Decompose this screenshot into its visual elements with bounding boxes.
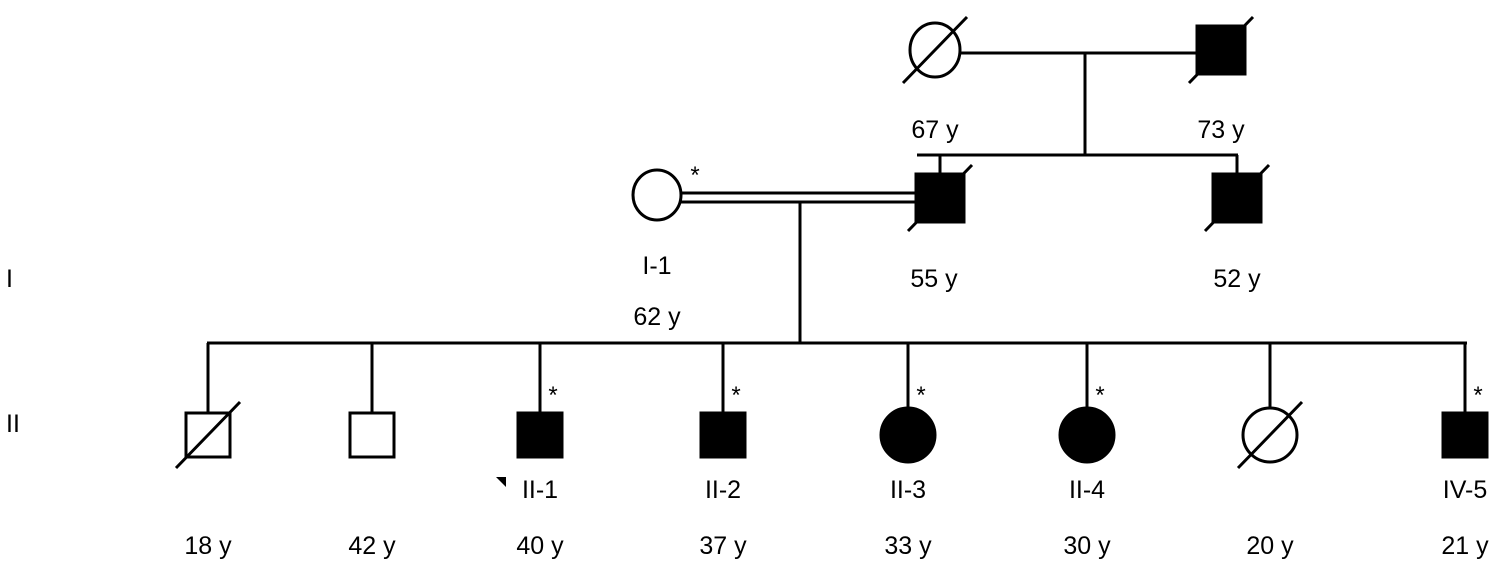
individual-age: 18 y [184, 532, 232, 560]
generation-label-I: I [6, 265, 13, 293]
child-8: * IV-5 21 y [1441, 382, 1489, 560]
male-symbol [699, 411, 747, 459]
individual-age: 73 y [1197, 116, 1245, 144]
generation-label-II: II [6, 410, 20, 438]
tested-asterisk: * [1473, 382, 1482, 409]
child-1: 18 y [174, 400, 242, 560]
individual-id: I-1 [642, 252, 671, 280]
tested-asterisk: * [690, 162, 699, 189]
individual-id: II-3 [890, 476, 926, 504]
deceased-slash [906, 163, 974, 233]
individual-age: 21 y [1441, 532, 1489, 560]
deceased-slash [1236, 400, 1304, 470]
female-symbol [879, 406, 937, 464]
child-3: * II-1 40 y [496, 382, 564, 560]
paternal-uncle: 52 y [1203, 163, 1271, 293]
individual-id: II-2 [705, 476, 741, 504]
individual-age: 42 y [348, 532, 396, 560]
individual-age: 52 y [1213, 265, 1261, 293]
individual-age: 33 y [884, 532, 932, 560]
child-6: * II-4 30 y [1058, 382, 1116, 560]
male-symbol [348, 411, 396, 459]
deceased-slash [174, 400, 242, 470]
connector-lines [207, 51, 1467, 345]
individual-age: 62 y [633, 303, 681, 331]
female-symbol [1058, 406, 1116, 464]
male-symbol [1441, 411, 1489, 459]
proband-arrow-icon [496, 477, 506, 487]
tested-asterisk: * [1095, 382, 1104, 409]
grandmother: 67 y [901, 15, 969, 144]
individual-age: 67 y [911, 116, 959, 144]
mother-I-1: * I-1 62 y [631, 162, 700, 331]
child-5: * II-3 33 y [879, 382, 937, 560]
individual-age: 30 y [1063, 532, 1111, 560]
child-2: 42 y [348, 411, 396, 560]
child-4: * II-2 37 y [699, 382, 747, 560]
tested-asterisk: * [731, 382, 740, 409]
tested-asterisk: * [916, 382, 925, 409]
father: 55 y [906, 163, 974, 293]
individual-id: IV-5 [1443, 476, 1487, 504]
deceased-slash [1187, 15, 1255, 85]
individual-age: 55 y [910, 265, 958, 293]
female-symbol [631, 168, 683, 222]
individual-age: 20 y [1246, 532, 1294, 560]
tested-asterisk: * [548, 382, 557, 409]
individual-age: 40 y [516, 532, 564, 560]
individual-id: II-1 [522, 476, 558, 504]
grandfather: 73 y [1187, 15, 1255, 144]
deceased-slash [901, 15, 969, 85]
individual-id: II-4 [1069, 476, 1105, 504]
deceased-slash [1203, 163, 1271, 233]
child-7: 20 y [1236, 400, 1304, 560]
male-symbol [516, 411, 564, 459]
individual-age: 37 y [699, 532, 747, 560]
